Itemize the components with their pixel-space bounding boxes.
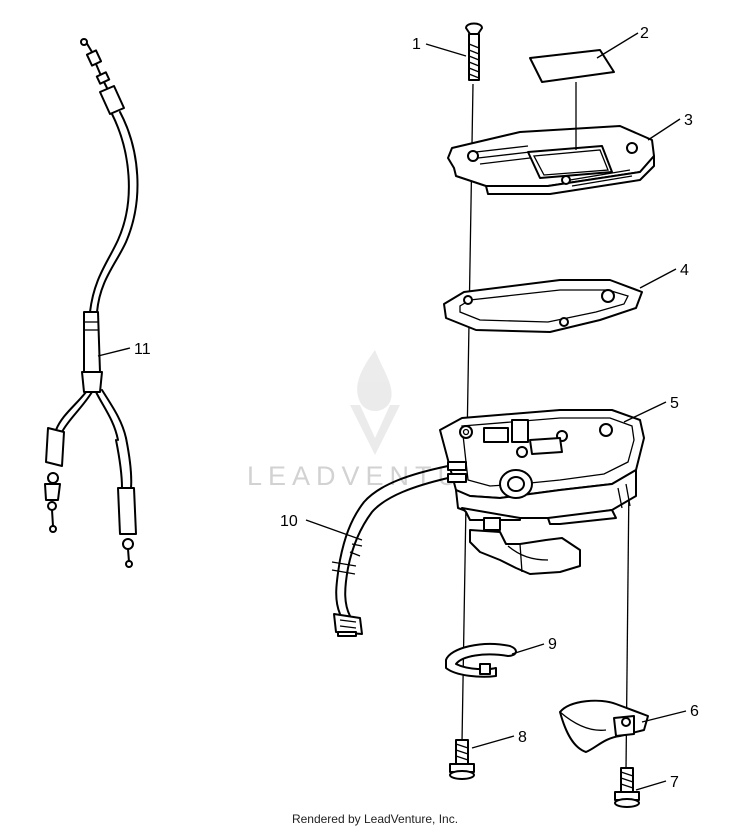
callout-labels: 1 2 3 4 5 6 7 8 9 10 11 [134,25,699,791]
part-3-cover [447,125,655,195]
callout-5: 5 [670,395,679,412]
part-1-screw [465,22,483,81]
callout-8: 8 [518,729,527,746]
callout-11: 11 [134,341,151,358]
callout-4: 4 [680,262,689,279]
footer-credit: Rendered by LeadVenture, Inc. [291,812,459,826]
leader-lines [97,32,687,791]
callout-10: 10 [280,513,298,530]
watermark-flame-logo-icon [350,350,400,455]
part-2-decal [529,49,615,83]
part-9-clamp [445,642,517,678]
callout-9: 9 [548,636,557,653]
callout-7: 7 [670,774,679,791]
part-4-gasket [443,279,643,333]
part-11-throttle-cable [44,38,139,568]
part-6-lower-clamp [559,699,649,753]
callout-1: 1 [412,36,421,53]
part-5-throttle-housing [439,409,645,575]
callout-2: 2 [640,25,649,42]
part-7-screw [614,767,640,808]
part-10-wire-harness [331,465,449,637]
part-8-screw [449,739,475,780]
callout-3: 3 [684,112,693,129]
callout-6: 6 [690,703,699,720]
